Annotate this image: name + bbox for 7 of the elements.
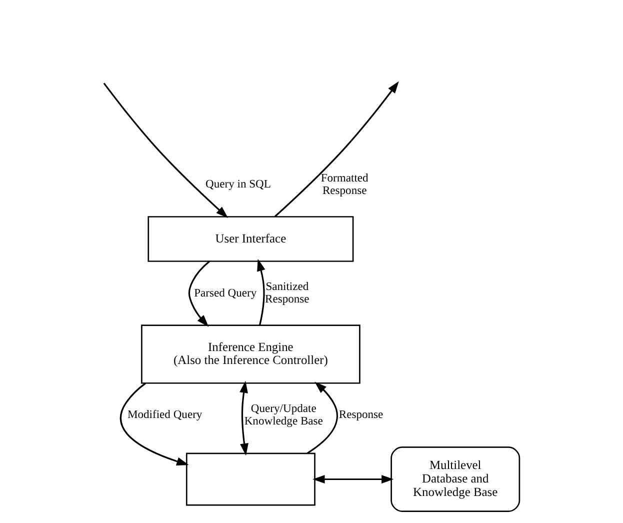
edge-label: Sanitized Response xyxy=(265,280,310,306)
edge-label: Query in SQL xyxy=(206,178,271,191)
edge-label: Formatted Response xyxy=(320,172,368,197)
edge-label: Query/Update Knowledge Base xyxy=(244,402,323,428)
edge-label: Modified Query xyxy=(127,408,202,422)
edge-label: Parsed Query xyxy=(194,286,257,300)
edge-label: Response xyxy=(338,408,384,422)
